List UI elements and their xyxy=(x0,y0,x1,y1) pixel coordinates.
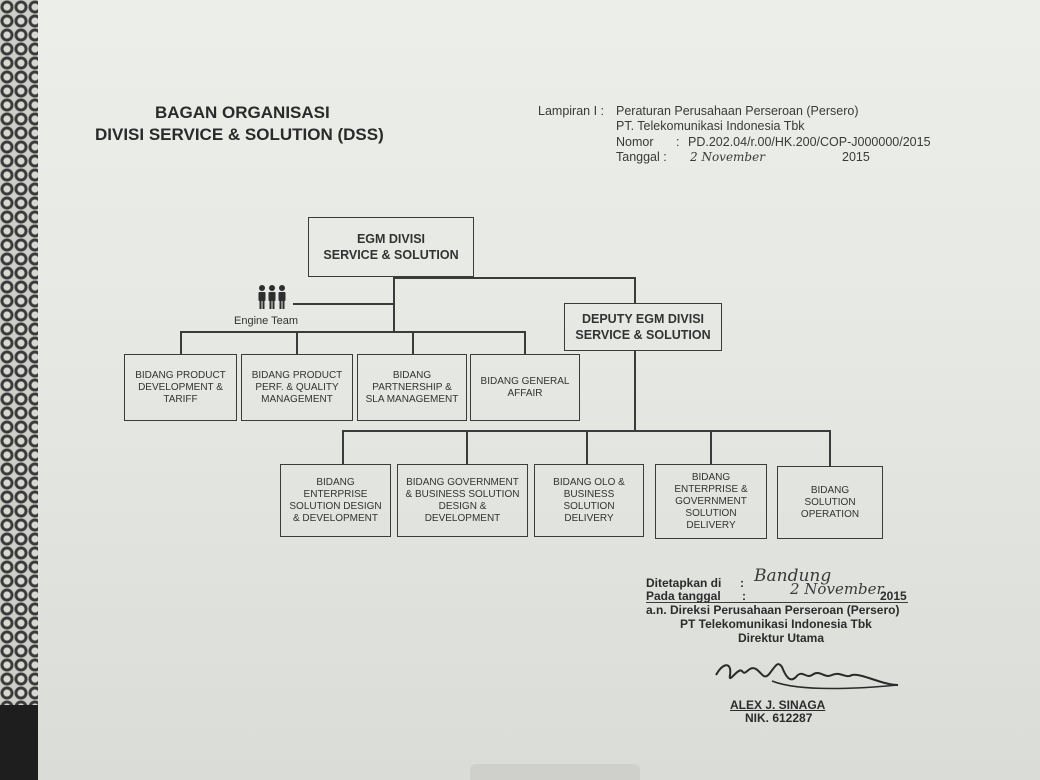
pada-tanggal-year: 2015 xyxy=(880,589,907,603)
unit-label: BIDANG PARTNERSHIP & SLA MANAGEMENT xyxy=(365,369,459,405)
paper-shadow xyxy=(470,764,640,780)
connector xyxy=(829,430,831,466)
signer-nik: NIK. 612287 xyxy=(745,711,813,725)
connector xyxy=(710,430,712,464)
ditetapkan-label: Ditetapkan di xyxy=(646,576,722,590)
lampiran-line2: PT. Telekomunikasi Indonesia Tbk xyxy=(616,119,805,133)
nomor-value: PD.202.04/r.00/HK.200/COP-J000000/2015 xyxy=(688,135,931,149)
connector xyxy=(180,331,525,333)
unit-label: BIDANG ENTERPRISE & GOVERNMENT SOLUTION … xyxy=(674,471,748,531)
unit-box: BIDANG SOLUTION OPERATION xyxy=(777,466,883,539)
unit-label: BIDANG GENERAL AFFAIR xyxy=(480,375,570,399)
pada-tanggal-value: 2 November xyxy=(790,580,884,598)
dark-corner xyxy=(0,705,44,780)
lampiran-label: Lampiran I : xyxy=(538,104,605,118)
connector xyxy=(342,430,344,464)
underline xyxy=(646,602,908,603)
paper-sheet xyxy=(38,0,1040,780)
unit-box: BIDANG PRODUCT PERF. & QUALITY MANAGEMEN… xyxy=(241,354,353,421)
ditetapkan-value: Bandung xyxy=(754,566,832,586)
unit-box: BIDANG GENERAL AFFAIR xyxy=(470,354,580,421)
unit-label: BIDANG GOVERNMENT & BUSINESS SOLUTION DE… xyxy=(405,476,520,524)
connector xyxy=(466,430,468,464)
tanggal-handwritten: 2 November xyxy=(690,150,765,164)
connector xyxy=(393,277,395,331)
unit-box: BIDANG PARTNERSHIP & SLA MANAGEMENT xyxy=(357,354,467,421)
company-name: PT Telekomunikasi Indonesia Tbk xyxy=(680,617,872,631)
connector xyxy=(634,277,636,303)
nomor-label: Nomor xyxy=(616,135,654,149)
unit-label: BIDANG ENTERPRISE SOLUTION DESIGN & DEVE… xyxy=(289,476,382,524)
unit-box: BIDANG ENTERPRISE SOLUTION DESIGN & DEVE… xyxy=(280,464,391,537)
tanggal-label: Tanggal : xyxy=(616,150,667,164)
connector xyxy=(296,331,298,355)
unit-label: BIDANG PRODUCT DEVELOPMENT & TARIFF xyxy=(135,369,226,405)
connector xyxy=(412,331,414,355)
unit-label: BIDANG SOLUTION OPERATION xyxy=(800,484,860,520)
pada-tanggal-colon: : xyxy=(742,589,746,603)
tanggal-year: 2015 xyxy=(842,150,870,164)
nomor-colon: : xyxy=(676,135,680,149)
an-direksi: a.n. Direksi Perusahaan Perseroan (Perse… xyxy=(646,603,900,617)
pada-tanggal-label: Pada tanggal xyxy=(646,589,721,603)
doc-title-line2: DIVISI SERVICE & SOLUTION (DSS) xyxy=(95,125,384,144)
ditetapkan-colon: : xyxy=(740,576,744,590)
connector xyxy=(293,303,393,305)
signature-scribble xyxy=(715,663,899,690)
deputy-egm-label: DEPUTY EGM DIVISI SERVICE & SOLUTION xyxy=(575,312,711,342)
unit-box: BIDANG PRODUCT DEVELOPMENT & TARIFF xyxy=(124,354,237,421)
connector xyxy=(393,277,635,279)
unit-box: BIDANG OLO & BUSINESS SOLUTION DELIVERY xyxy=(534,464,644,537)
doc-title-line1: BAGAN ORGANISASI xyxy=(155,103,330,122)
patterned-edge xyxy=(0,0,44,705)
egm-divisi-box: EGM DIVISI SERVICE & SOLUTION xyxy=(308,217,474,277)
connector xyxy=(524,331,526,355)
unit-box: BIDANG ENTERPRISE & GOVERNMENT SOLUTION … xyxy=(655,464,767,539)
unit-label: BIDANG OLO & BUSINESS SOLUTION DELIVERY xyxy=(553,476,625,524)
unit-label: BIDANG PRODUCT PERF. & QUALITY MANAGEMEN… xyxy=(251,369,343,405)
people-icon xyxy=(258,285,286,309)
connector xyxy=(634,351,636,431)
engine-team-label: Engine Team xyxy=(234,315,299,327)
egm-divisi-label: EGM DIVISI SERVICE & SOLUTION xyxy=(323,232,459,262)
signer-name: ALEX J. SINAGA xyxy=(730,698,826,712)
connector xyxy=(180,331,182,355)
unit-box: BIDANG GOVERNMENT & BUSINESS SOLUTION DE… xyxy=(397,464,528,537)
connector xyxy=(586,430,588,464)
position-title: Direktur Utama xyxy=(738,631,825,645)
lampiran-line1: Peraturan Perusahaan Perseroan (Persero) xyxy=(616,104,859,118)
deputy-egm-box: DEPUTY EGM DIVISI SERVICE & SOLUTION xyxy=(564,303,722,351)
